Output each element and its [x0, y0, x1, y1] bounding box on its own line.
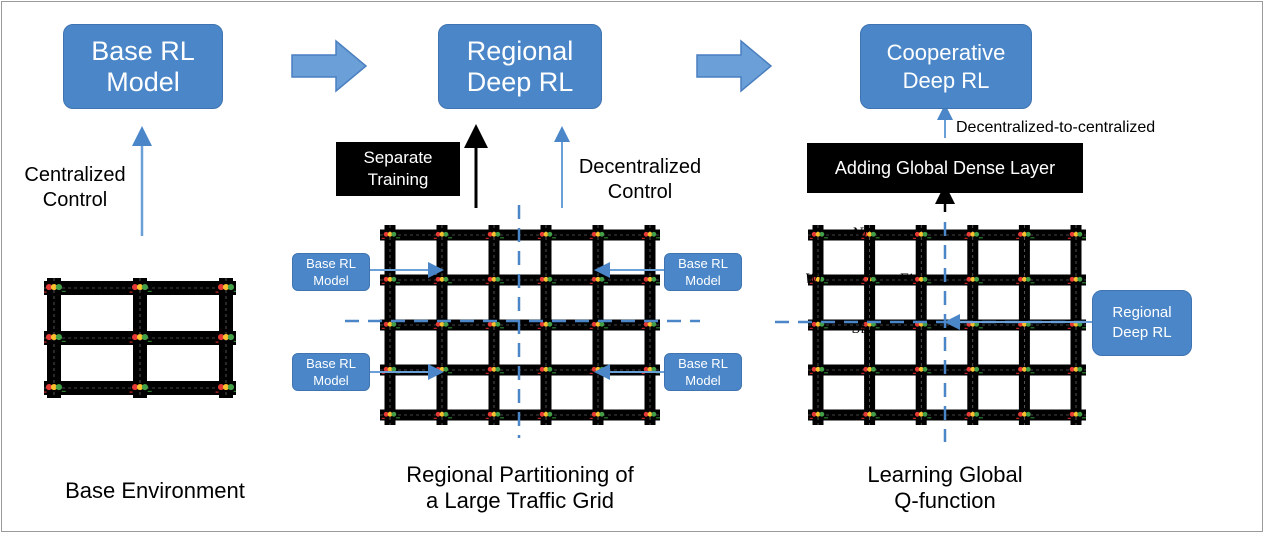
right-block-arrow-icon	[696, 39, 773, 93]
traffic-light-icon	[912, 366, 932, 374]
traffic-light-icon	[1016, 276, 1035, 284]
east-neighbor-label: Ei	[899, 272, 913, 287]
traffic-light-icon	[589, 321, 609, 329]
base-rl-model-box-small: Base RL Model	[292, 353, 370, 391]
traffic-light-icon	[641, 321, 660, 329]
traffic-light-icon	[381, 231, 401, 239]
traffic-light-icon	[809, 231, 829, 239]
traffic-light-icon	[1067, 276, 1086, 284]
base-environment-caption: Base Environment	[65, 478, 245, 503]
separate-training-label: Separate Training	[336, 142, 460, 196]
traffic-light-icon	[215, 383, 236, 393]
traffic-light-icon	[537, 276, 557, 284]
traffic-light-icon	[641, 231, 660, 239]
traffic-light-icon	[809, 366, 829, 374]
north-neighbor-label: Ni	[852, 226, 868, 241]
decentralized-control-label: Decentralized Control	[578, 156, 702, 203]
cooperative-deep-rl-box: Cooperative Deep RL	[860, 24, 1032, 109]
regional-partitioning-caption: Regional Partitioning of a Large Traffic…	[406, 462, 634, 513]
traffic-light-icon	[1067, 231, 1086, 239]
traffic-light-icon	[589, 276, 609, 284]
traffic-light-icon	[44, 283, 66, 293]
traffic-light-icon	[44, 383, 66, 393]
traffic-light-icon	[381, 276, 401, 284]
traffic-light-icon	[433, 231, 453, 239]
traffic-light-icon	[537, 321, 557, 329]
traffic-light-icon	[485, 411, 505, 419]
traffic-light-icon	[912, 231, 932, 239]
traffic-light-icon	[433, 411, 453, 419]
base-rl-model-box-small: Base RL Model	[292, 253, 370, 291]
traffic-light-icon	[433, 276, 453, 284]
traffic-light-icon	[381, 321, 401, 329]
traffic-light-icon	[129, 383, 152, 393]
traffic-light-icon	[861, 231, 880, 239]
traffic-light-icon	[129, 333, 152, 343]
traffic-light-icon	[537, 366, 557, 374]
centralized-control-label: Centralized Control	[24, 164, 126, 211]
traffic-light-icon	[485, 321, 505, 329]
regional-deep-rl-box-small: Regional Deep RL	[1092, 290, 1192, 356]
traffic-light-icon	[485, 276, 505, 284]
traffic-light-icon	[44, 333, 66, 343]
traffic-light-icon	[433, 321, 453, 329]
traffic-light-icon	[809, 321, 829, 329]
traffic-light-icon	[537, 411, 557, 419]
traffic-light-icon	[861, 411, 880, 419]
traffic-light-icon	[641, 276, 660, 284]
traffic-light-icon	[641, 366, 660, 374]
west-neighbor-label: Wi	[805, 272, 823, 287]
traffic-light-icon	[215, 333, 236, 343]
base-rl-model-box: Base RL Model	[63, 24, 223, 109]
traffic-light-icon	[129, 283, 152, 293]
traffic-light-icon	[964, 276, 983, 284]
traffic-light-icon	[485, 366, 505, 374]
traffic-light-icon	[964, 411, 983, 419]
traffic-light-icon	[381, 411, 401, 419]
traffic-light-icon	[589, 231, 609, 239]
traffic-light-icon	[964, 366, 983, 374]
base-environment-grid	[44, 278, 236, 398]
traffic-light-icon	[912, 411, 932, 419]
decentralized-to-centralized-label: Decentralized-to-centralized	[956, 119, 1156, 136]
traffic-light-icon	[861, 276, 880, 284]
traffic-light-icon	[589, 411, 609, 419]
base-rl-model-box-small: Base RL Model	[664, 353, 742, 391]
traffic-light-icon	[861, 366, 880, 374]
center-node-label: i	[867, 271, 872, 286]
traffic-light-icon	[964, 231, 983, 239]
traffic-light-icon	[1067, 366, 1086, 374]
traffic-light-icon	[1067, 411, 1086, 419]
traffic-light-icon	[1016, 231, 1035, 239]
traffic-light-icon	[809, 276, 829, 284]
regional-deep-rl-box: Regional Deep RL	[438, 24, 602, 109]
adding-global-dense-layer-label: Adding Global Dense Layer	[807, 143, 1083, 193]
right-block-arrow-icon	[291, 39, 368, 93]
traffic-light-icon	[1016, 366, 1035, 374]
traffic-light-icon	[485, 231, 505, 239]
traffic-light-icon	[215, 283, 236, 293]
traffic-light-icon	[641, 411, 660, 419]
south-neighbor-label: Si	[852, 322, 866, 337]
traffic-light-icon	[1016, 411, 1035, 419]
base-rl-model-box-small: Base RL Model	[664, 253, 742, 291]
traffic-light-icon	[809, 411, 829, 419]
learning-global-caption: Learning Global Q-function	[867, 462, 1023, 513]
traffic-light-icon	[912, 276, 932, 284]
traffic-light-icon	[537, 231, 557, 239]
